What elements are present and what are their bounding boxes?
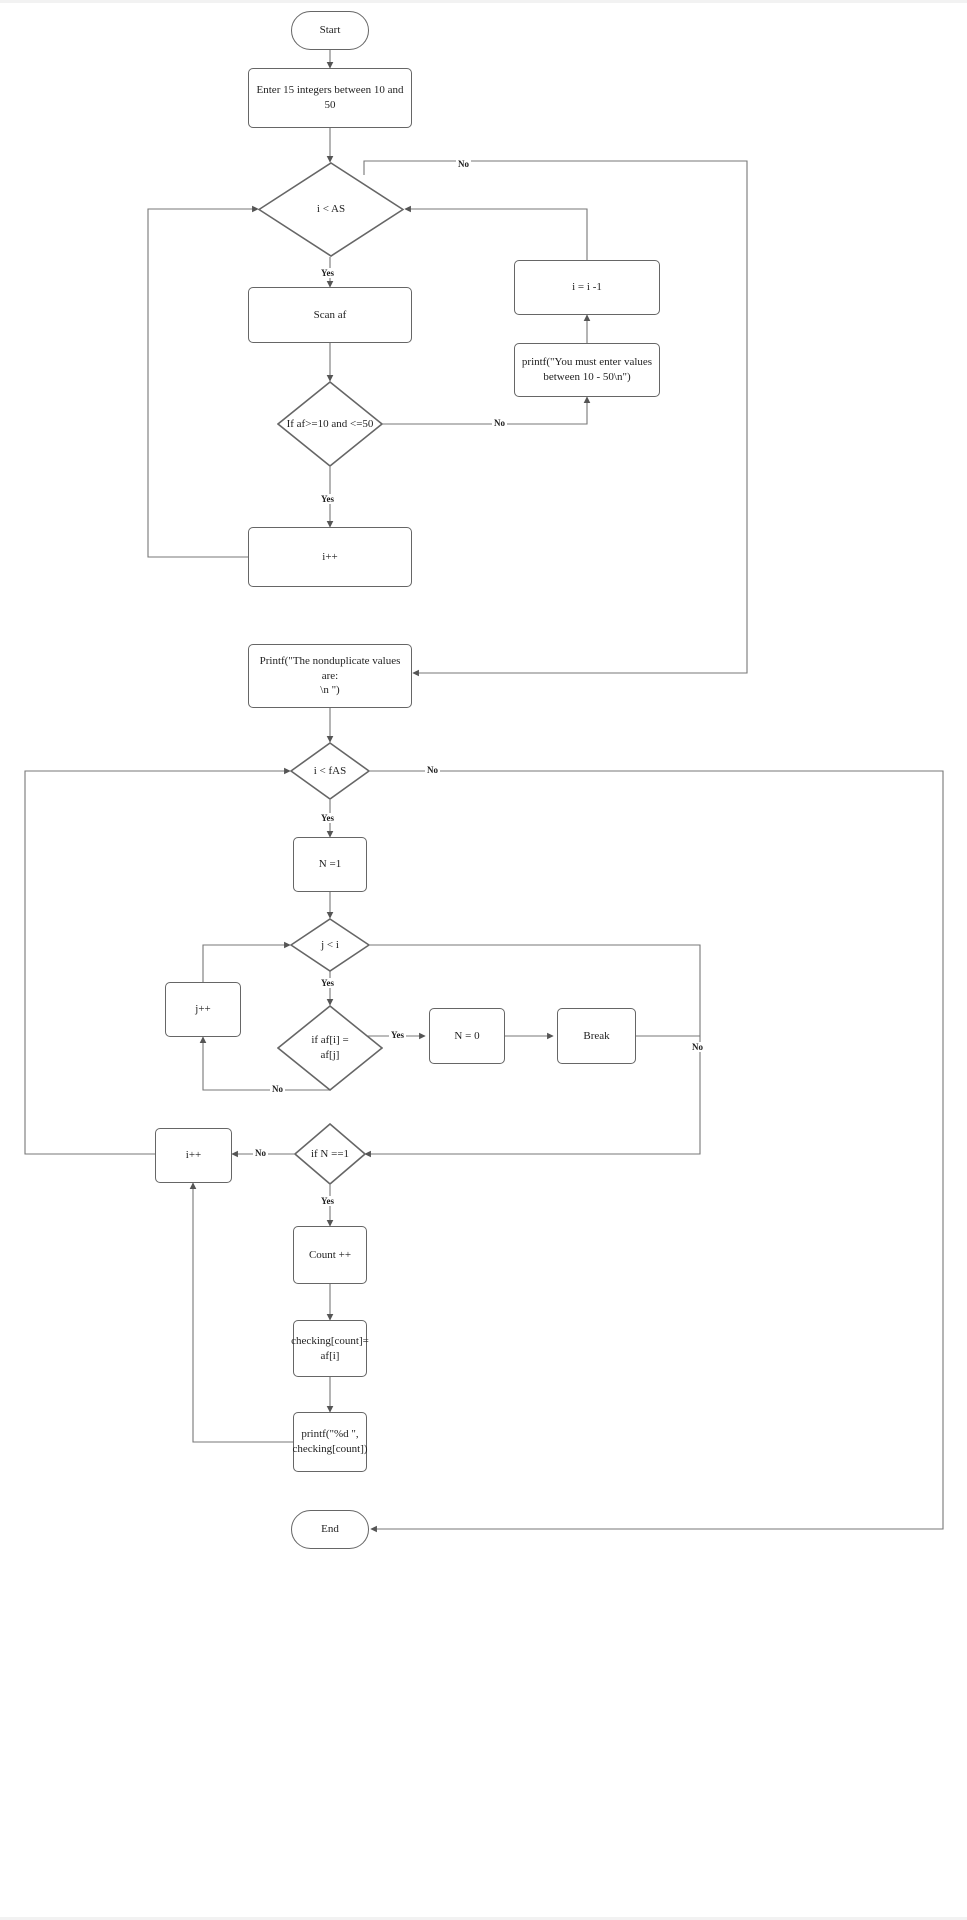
node-n-equals-1[interactable]: N =1: [293, 837, 367, 892]
node-decision-af-equal-line1: if af[i] =: [311, 1034, 349, 1047]
diamond-shape: [294, 1123, 366, 1185]
edge-label-af-equal-no: No: [270, 1084, 285, 1094]
node-count-increment[interactable]: Count ++: [293, 1226, 367, 1284]
node-count-increment-label: Count ++: [308, 1248, 352, 1261]
node-decision-n-equals-1-label: if N ==1: [310, 1147, 350, 1160]
diamond-shape: [290, 742, 370, 800]
top-rule: [0, 0, 967, 3]
node-decision-i-lt-as[interactable]: i < AS: [258, 162, 404, 257]
node-scan-af[interactable]: Scan af: [248, 287, 412, 343]
edge-label-range-yes: Yes: [319, 494, 336, 504]
edge-label-i-lt-as-no: No: [456, 159, 471, 169]
node-i-increment-inner[interactable]: i++: [155, 1128, 232, 1183]
node-printf-header-line2: \n "): [320, 684, 340, 697]
node-i-increment-outer[interactable]: i++: [248, 527, 412, 587]
node-checking-assign[interactable]: checking[count]= af[i]: [291, 1320, 369, 1377]
edge-label-fas-yes: Yes: [319, 813, 336, 823]
bottom-rule: [0, 1917, 967, 1920]
node-j-increment-label: j++: [195, 1003, 211, 1016]
node-decision-af-equal[interactable]: if af[i] = af[j]: [277, 1005, 383, 1091]
node-n-equals-1-label: N =1: [318, 858, 342, 871]
node-printf-value-line2: checking[count]): [292, 1443, 368, 1455]
node-i-increment-inner-label: i++: [185, 1149, 202, 1162]
edge-label-j-lt-i-no: No: [690, 1042, 705, 1052]
node-printf-value-line1: printf("%d ",: [301, 1428, 359, 1441]
node-j-increment[interactable]: j++: [165, 982, 241, 1037]
node-enter-integers-label: Enter 15 integers between 10 and 50: [256, 84, 404, 111]
node-decision-j-lt-i[interactable]: j < i: [290, 918, 370, 972]
node-checking-assign-line1: checking[count]=: [291, 1334, 369, 1347]
node-checking-assign-line2: af[i]: [320, 1349, 340, 1362]
node-printf-error-line2: between 10 - 50\n"): [543, 371, 631, 383]
node-start-label: Start: [319, 24, 341, 37]
node-end-label: End: [321, 1523, 339, 1536]
node-decision-n-equals-1[interactable]: if N ==1: [294, 1123, 366, 1185]
node-break[interactable]: Break: [557, 1008, 636, 1064]
node-i-increment-outer-label: i++: [322, 550, 338, 563]
edge-label-fas-no: No: [425, 765, 440, 775]
edge-label-range-no: No: [492, 418, 507, 428]
node-printf-header[interactable]: Printf("The nonduplicate values are: \n …: [248, 644, 412, 708]
node-decision-i-lt-fas-label: i < fAS: [313, 764, 347, 777]
node-decision-af-equal-line2: af[j]: [320, 1049, 340, 1061]
node-i-decrement[interactable]: i = i -1: [514, 260, 660, 315]
node-decision-j-lt-i-label: j < i: [321, 938, 339, 951]
node-printf-error-line1: printf("You must enter values: [521, 356, 653, 369]
node-n-equals-0[interactable]: N = 0: [429, 1008, 505, 1064]
node-i-decrement-label: i = i -1: [572, 281, 602, 294]
node-decision-i-lt-fas[interactable]: i < fAS: [290, 742, 370, 800]
node-n-equals-0-label: N = 0: [454, 1029, 480, 1042]
edge-label-n-equals-1-yes: Yes: [319, 1196, 336, 1206]
node-decision-range-check-label: If af>=10 and <=50: [286, 417, 374, 430]
node-printf-value[interactable]: printf("%d ", checking[count]): [292, 1412, 368, 1472]
node-printf-header-line1: Printf("The nonduplicate values are:: [259, 654, 401, 682]
node-scan-af-label: Scan af: [313, 308, 347, 321]
edge-label-i-lt-as-yes: Yes: [319, 268, 336, 278]
node-start[interactable]: Start: [291, 11, 369, 50]
node-enter-integers[interactable]: Enter 15 integers between 10 and 50: [248, 68, 412, 128]
node-printf-error[interactable]: printf("You must enter values between 10…: [514, 343, 660, 397]
node-decision-range-check[interactable]: If af>=10 and <=50: [277, 381, 383, 467]
node-break-label: Break: [583, 1029, 610, 1042]
edge-label-n-equals-1-no: No: [253, 1148, 268, 1158]
node-decision-i-lt-as-label: i < AS: [316, 203, 346, 216]
edge-label-af-equal-yes: Yes: [389, 1030, 406, 1040]
node-end[interactable]: End: [291, 1510, 369, 1549]
edge-label-j-lt-i-yes: Yes: [319, 978, 336, 988]
node-decision-af-equal-labelgroup: if af[i] = af[j]: [307, 1033, 352, 1063]
